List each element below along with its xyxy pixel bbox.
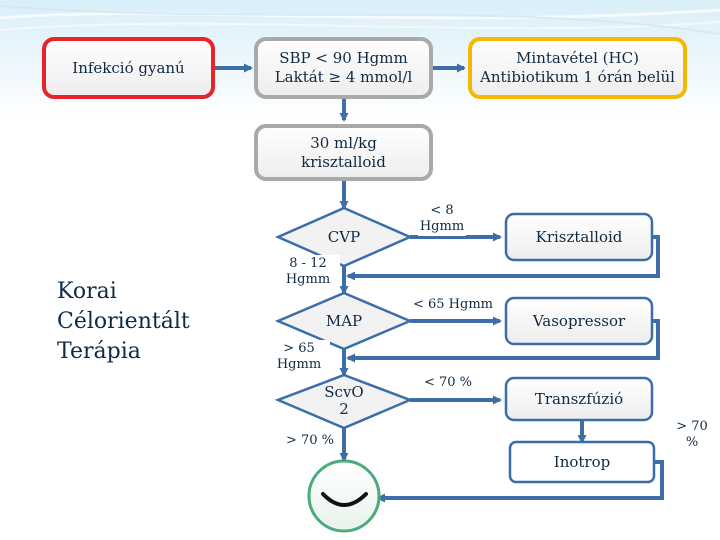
panel-title: Korai Célorientált Terápia — [57, 279, 190, 364]
diamond-cvp — [274, 206, 414, 268]
box-transfusion — [504, 376, 654, 422]
node-map-text: MAP — [325, 311, 363, 330]
node-transfusion-text: Transzfúzió — [534, 389, 624, 408]
node-crystalloid-text: Krisztalloid — [535, 227, 623, 246]
top-swirl — [0, 21, 720, 31]
edge-label-map-target: > 65 Hgmm — [268, 340, 330, 374]
edge-label-inotrope-target: > 70 % — [676, 419, 708, 450]
top-swirl — [0, 5, 720, 35]
node-scvo2-text: ScvO 2 — [324, 383, 364, 418]
node-sbp-text: SBP < 90 Hgmm Laktát ≥ 4 mmol/l — [274, 49, 413, 86]
box-crystalloid — [504, 212, 654, 262]
arrow-crystalloid-feedback — [346, 235, 660, 281]
arrow-inotrope-to-goal — [376, 460, 664, 503]
edge-label-scvo2-target: > 70 % — [284, 432, 336, 450]
box-sbp — [254, 37, 433, 99]
arrow-vasopressor-feedback — [346, 319, 660, 363]
node-inotrope-text: Inotrop — [553, 452, 611, 471]
edge-label-cvp-low: < 8 Hgmm — [418, 202, 466, 236]
edge-label-map-low: < 65 Hgmm — [410, 296, 496, 314]
node-cvp-text: CVP — [327, 227, 361, 246]
box-infection — [42, 37, 215, 99]
box-vasopressor — [504, 296, 654, 346]
smile-mouth-icon — [321, 492, 368, 507]
side-panel: Korai Célorientált Terápia — [45, 258, 213, 386]
node-infection-text: Infekció gyanú — [72, 58, 185, 77]
edge-label-cvp-target: 8 - 12 Hgmm — [276, 255, 340, 289]
goal-smiley-icon — [307, 459, 381, 533]
node-fluid-text: 30 ml/kg krisztalloid — [301, 133, 386, 171]
edge-label-scvo2-low: < 70 % — [420, 374, 476, 392]
diamond-map — [274, 291, 414, 351]
box-inotrope — [508, 440, 656, 484]
node-sampling-text: Mintavétel (HC) Antibiotikum 1 órán belü… — [480, 49, 675, 86]
top-swirl — [0, 8, 720, 20]
box-fluid — [254, 124, 433, 181]
node-vasopressor-text: Vasopressor — [532, 311, 626, 330]
box-sampling — [468, 37, 687, 99]
diamond-scvo2 — [274, 373, 414, 430]
